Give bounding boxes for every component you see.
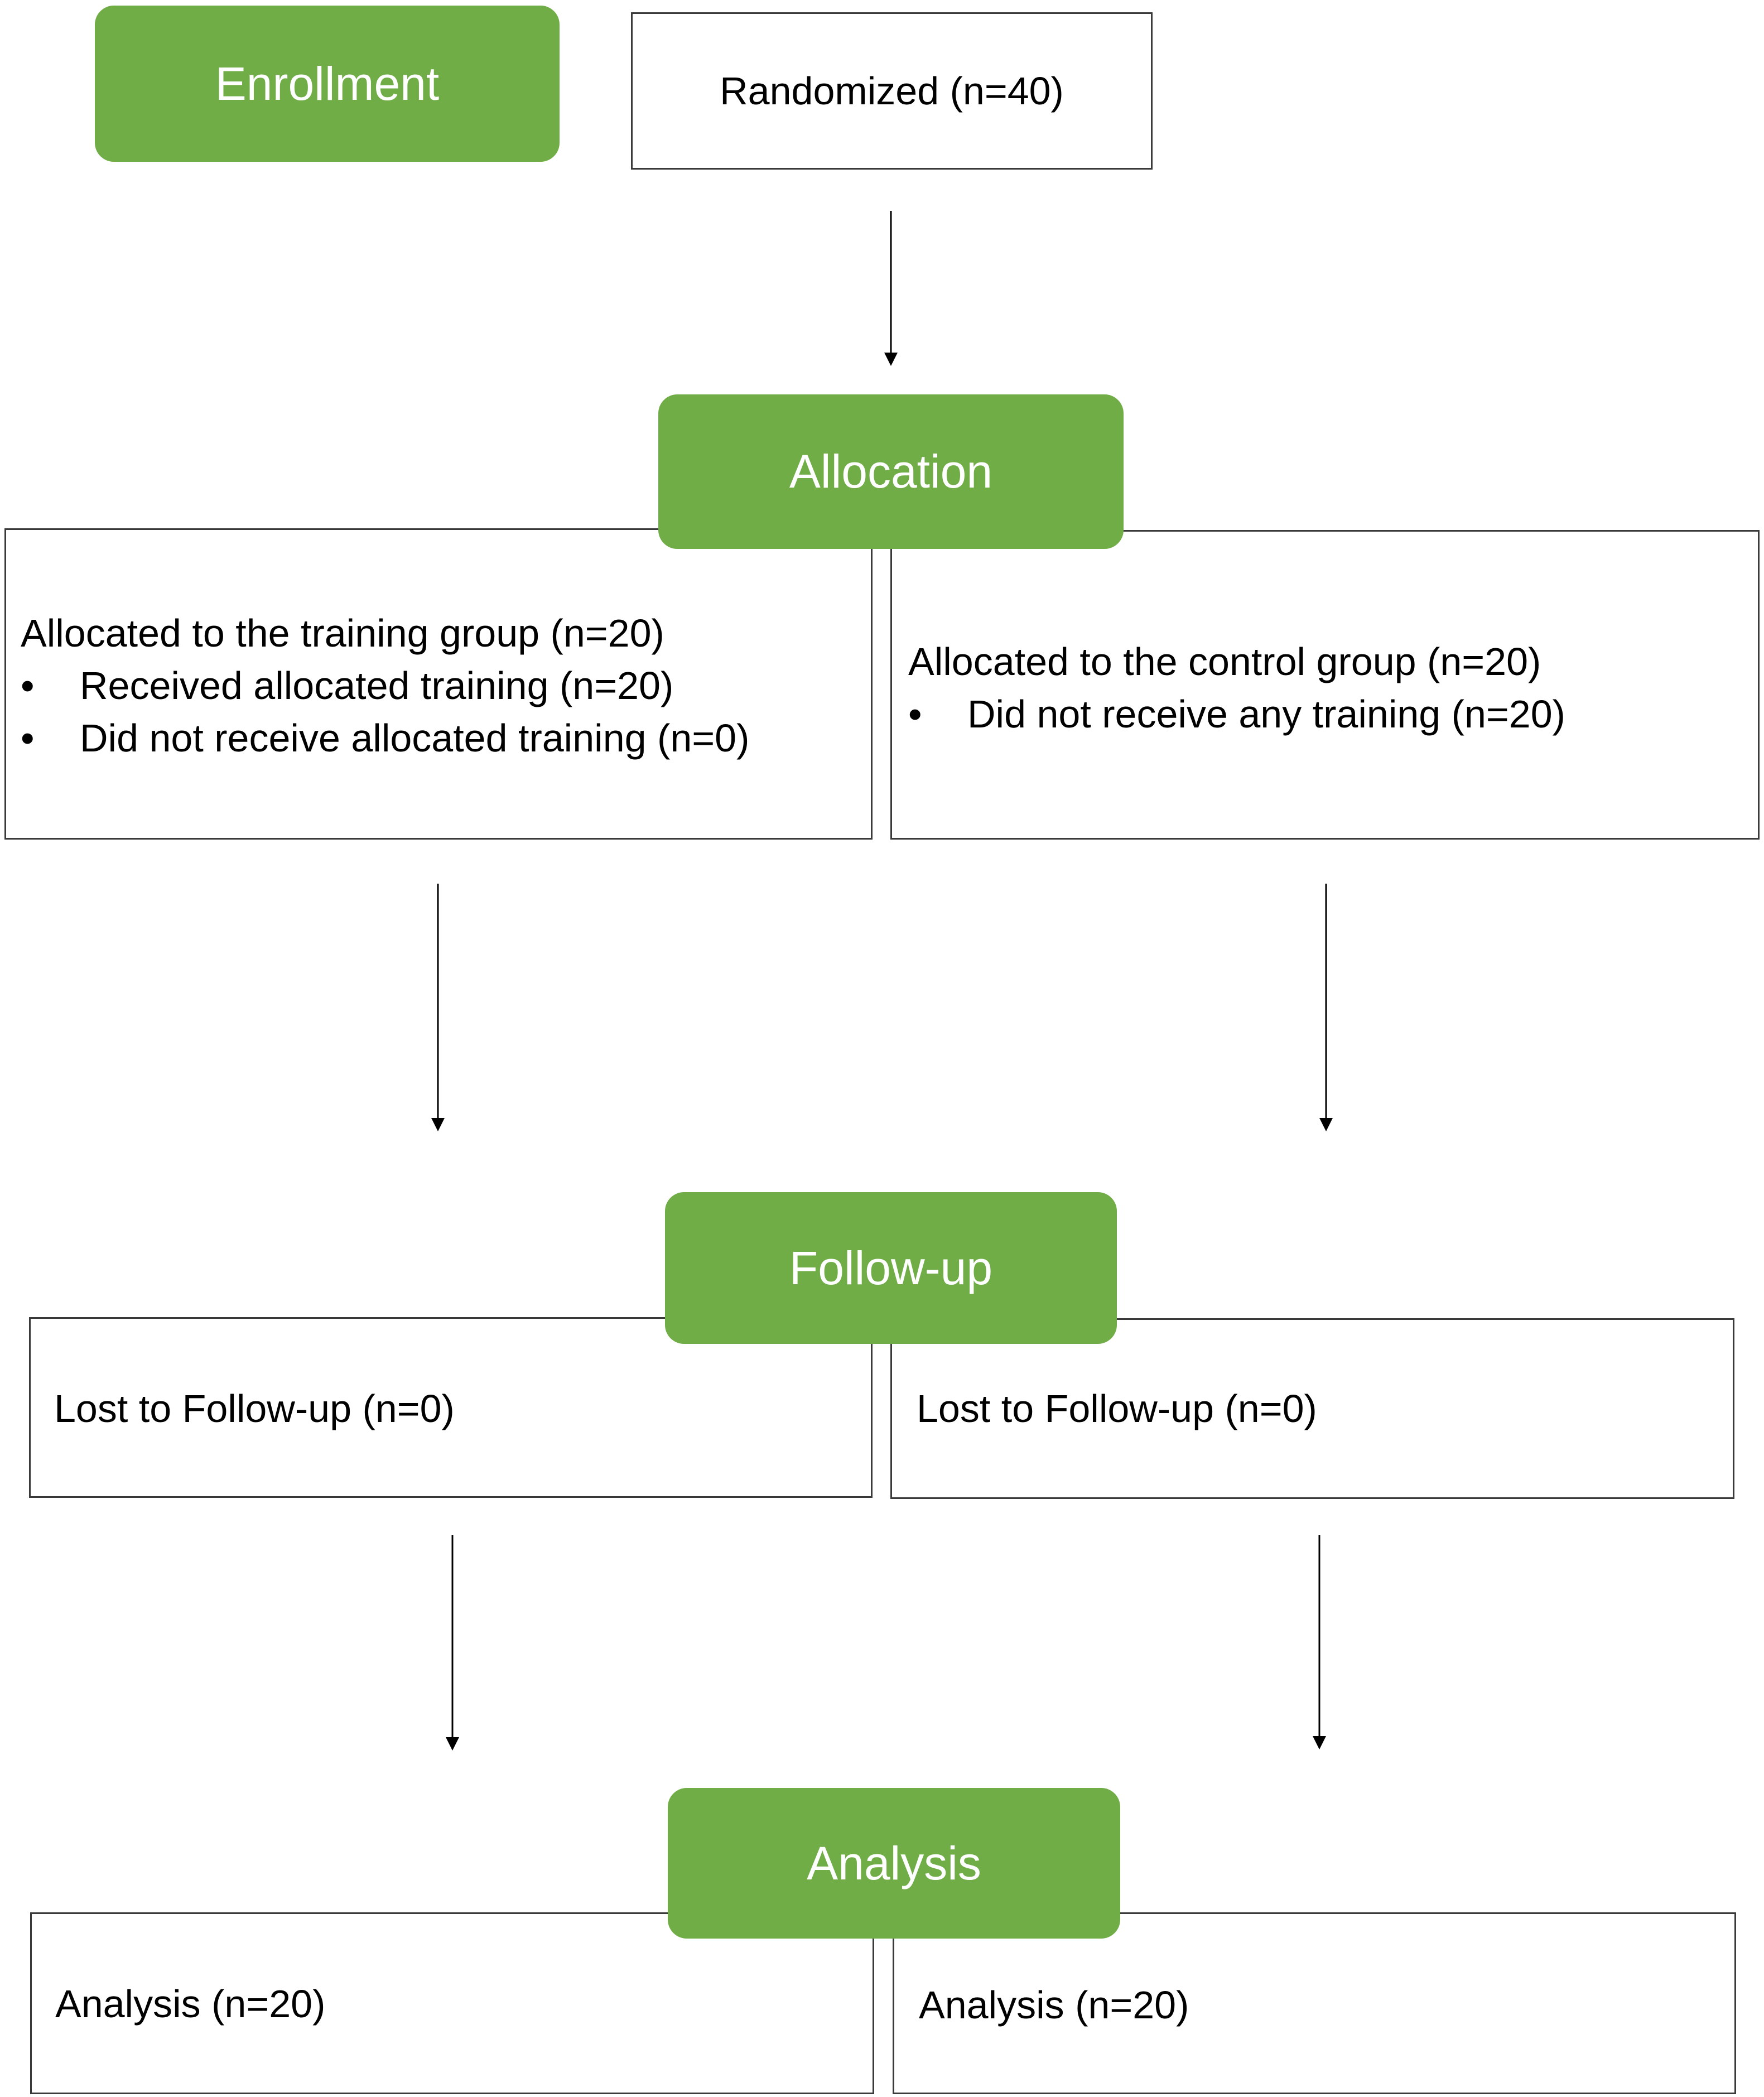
allocation-control-box: Allocated to the control group (n=20) • … <box>890 530 1760 840</box>
arrow-training-to-followup <box>431 884 445 1131</box>
followup-training-text: Lost to Follow-up (n=0) <box>54 1387 455 1430</box>
allocation-control-bullet-1: • Did not receive any training (n=20) <box>908 688 1565 740</box>
followup-control-box: Lost to Follow-up (n=0) <box>890 1318 1734 1499</box>
analysis-label: Analysis <box>807 1836 981 1889</box>
followup-training-box: Lost to Follow-up (n=0) <box>29 1317 873 1498</box>
allocation-training-bullet-2: • Did not receive allocated training (n=… <box>21 712 749 764</box>
arrow-training-followup-to-analysis <box>446 1535 459 1751</box>
allocation-label: Allocation <box>789 445 993 498</box>
allocation-control-bullet-1-text: Did not receive any training (n=20) <box>967 692 1565 736</box>
arrow-randomized-to-allocation <box>884 211 898 366</box>
allocation-control-content: Allocated to the control group (n=20) • … <box>908 635 1565 740</box>
allocation-training-bullet-2-text: Did not receive allocated training (n=0) <box>80 716 750 760</box>
analysis-stage-label: Analysis <box>668 1788 1120 1939</box>
followup-stage-label: Follow-up <box>665 1192 1117 1344</box>
arrow-control-followup-to-analysis <box>1313 1535 1326 1749</box>
allocation-training-content: Allocated to the training group (n=20) •… <box>21 607 749 764</box>
followup-label: Follow-up <box>789 1241 993 1294</box>
randomized-text: Randomized (n=40) <box>720 69 1064 113</box>
analysis-control-box: Analysis (n=20) <box>893 1912 1736 2094</box>
allocation-training-bullet-1: • Received allocated training (n=20) <box>21 659 673 712</box>
analysis-control-text: Analysis (n=20) <box>919 1983 1189 2027</box>
followup-control-text: Lost to Follow-up (n=0) <box>917 1387 1317 1430</box>
allocation-control-heading: Allocated to the control group (n=20) <box>908 640 1541 683</box>
bullet-glyph: • <box>21 716 35 760</box>
allocation-training-bullet-1-text: Received allocated training (n=20) <box>80 664 674 707</box>
randomized-box: Randomized (n=40) <box>631 12 1153 170</box>
analysis-training-text: Analysis (n=20) <box>55 1982 326 2026</box>
allocation-training-heading: Allocated to the training group (n=20) <box>21 611 664 655</box>
enrollment-label: Enrollment <box>215 57 440 110</box>
allocation-stage-label: Allocation <box>658 394 1124 549</box>
allocation-training-box: Allocated to the training group (n=20) •… <box>4 528 873 840</box>
bullet-glyph: • <box>908 692 922 736</box>
arrow-control-to-followup <box>1319 884 1333 1131</box>
bullet-glyph: • <box>21 664 35 707</box>
enrollment-stage-label: Enrollment <box>95 6 560 162</box>
analysis-training-box: Analysis (n=20) <box>30 1912 874 2094</box>
